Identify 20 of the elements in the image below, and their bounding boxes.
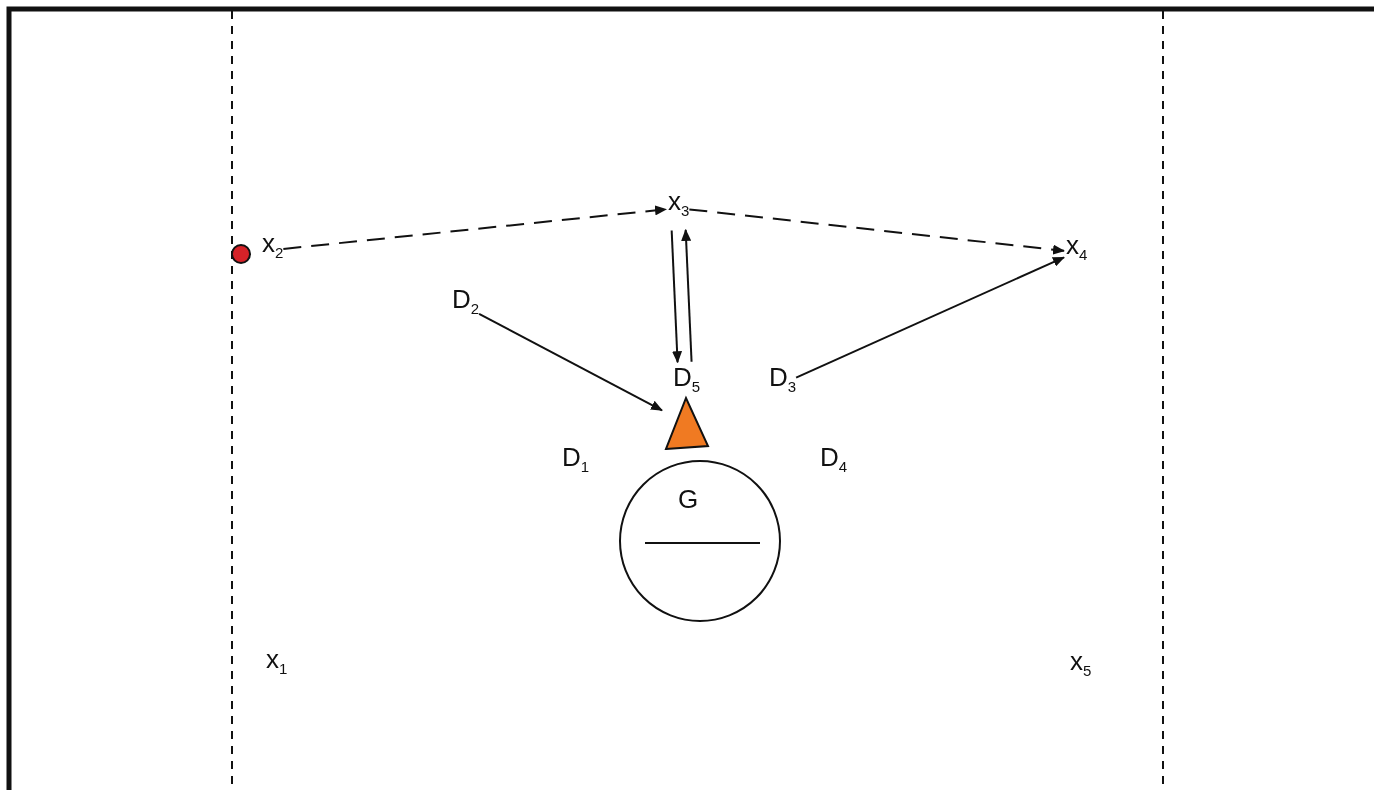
arrow [478,312,663,412]
player-label: x$_{3}$ [668,186,690,227]
dashed-arrow [282,205,667,250]
arrow [681,228,693,363]
player-label: D$_{3}$ [769,362,797,403]
player-label: D$_{4}$ [820,442,848,483]
goal-circle [619,460,781,622]
player-label: D$_{5}$ [673,362,701,403]
player-label: x$_{1}$ [266,644,288,685]
player-label: x$_{4}$ [1066,230,1088,271]
arrow [670,229,683,364]
dot-marker [231,244,251,264]
triangle-marker [664,395,710,451]
arrow [795,256,1065,379]
player-label: x$_{5}$ [1070,646,1092,687]
player-label: D$_{2}$ [452,284,480,325]
player-label: D$_{1}$ [562,442,590,483]
player-label: x$_{2}$ [262,228,284,269]
goal-label: G [678,484,699,514]
dashed-arrow [688,208,1065,255]
